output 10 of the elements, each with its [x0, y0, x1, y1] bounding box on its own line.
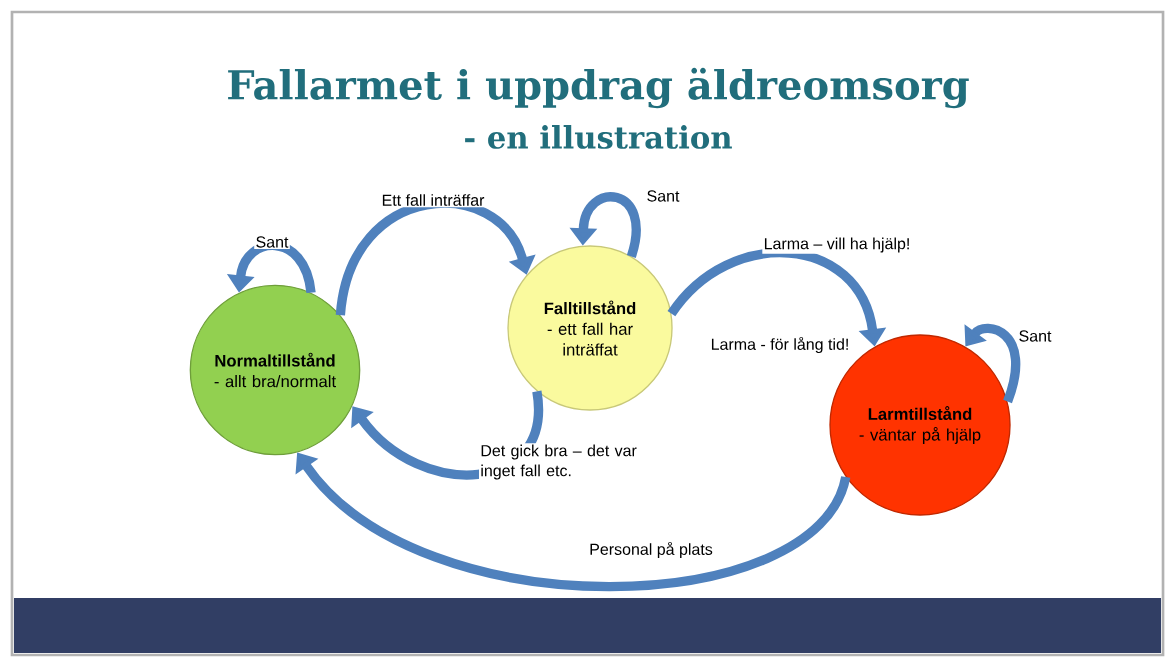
title: Fallarmet i uppdrag äldreomsorg [228, 67, 969, 109]
edge-label: Personal på plats [587, 540, 715, 560]
edge-label: Det gick bra – det var inget fall etc. [479, 443, 651, 481]
edge-label: Ett fall inträffar [380, 192, 486, 208]
curved-arrow [964, 323, 1021, 403]
edge-label: Sant [1017, 329, 1053, 343]
edge-label: Larma – vill ha hjälp! [762, 236, 912, 254]
subtitle: - en illustration [465, 125, 732, 149]
edge-label: Sant [254, 235, 290, 249]
edge-label: Sant [645, 189, 681, 203]
